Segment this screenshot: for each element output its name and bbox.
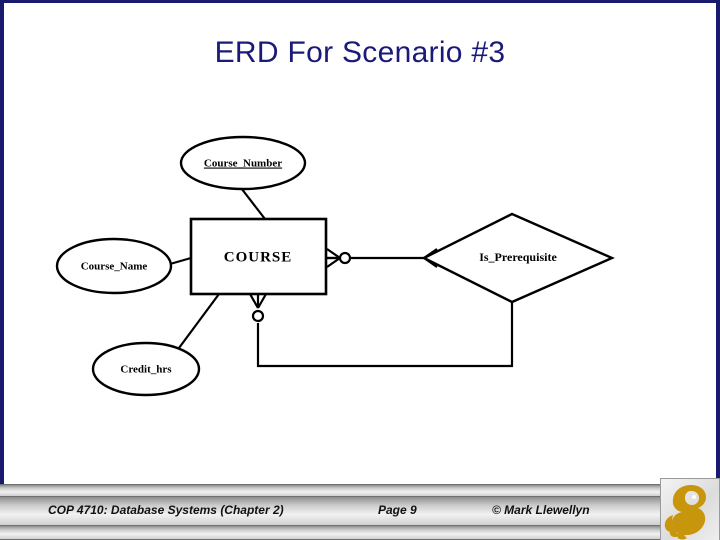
attribute-ellipse [91, 341, 201, 397]
erd-attributes: Course_Number Course_Name Credit_hrs [55, 135, 307, 397]
relationship-label-is-prerequisite: Is_Prerequisite [479, 250, 557, 264]
attribute-label-course-name: Course_Name [81, 261, 148, 273]
attribute-course-name[interactable]: Course_Name [55, 237, 173, 295]
relationship-diamond [421, 212, 615, 304]
ucf-pegasus-logo [660, 478, 720, 540]
slide-border-top [0, 0, 720, 3]
attribute-label-course-number: Course_Number [204, 158, 282, 170]
footer-copyright: © Mark Llewellyn [492, 503, 590, 517]
connector-course-name [169, 256, 192, 266]
attribute-ellipse [179, 135, 307, 191]
erd-diagram: Course_Number Course_Name Credit_hrs COU… [55, 135, 615, 397]
slide-title: ERD For Scenario #3 [214, 36, 506, 69]
attribute-course-number[interactable]: Course_Number [179, 135, 307, 191]
connector-course-to-relationship-bottom [256, 302, 514, 368]
slide-border-left [0, 0, 4, 484]
attribute-label-credit-hrs: Credit_hrs [120, 364, 172, 376]
footer-course-label: COP 4710: Database Systems (Chapter 2) [48, 503, 284, 517]
slide-footer: COP 4710: Database Systems (Chapter 2) P… [0, 484, 720, 540]
footer-bar-bottom [0, 525, 720, 540]
cardinality-zero-or-many-right [326, 248, 352, 268]
footer-page-number: Page 9 [378, 503, 417, 517]
slide-border-right [716, 0, 720, 484]
relationship-is-prerequisite[interactable]: Is_Prerequisite [421, 212, 615, 304]
entity-label-course: COURSE [224, 249, 293, 265]
footer-bar-main [0, 496, 720, 526]
attribute-ellipse [55, 237, 173, 295]
footer-text-row: COP 4710: Database Systems (Chapter 2) P… [0, 496, 650, 524]
entity-course[interactable]: COURSE [189, 217, 328, 296]
pegasus-icon [664, 485, 706, 540]
entity-rectangle [189, 217, 328, 296]
connector-credit-hrs [175, 293, 220, 353]
attribute-credit-hrs[interactable]: Credit_hrs [91, 341, 201, 397]
cardinality-zero-or-many-bottom [249, 293, 267, 323]
